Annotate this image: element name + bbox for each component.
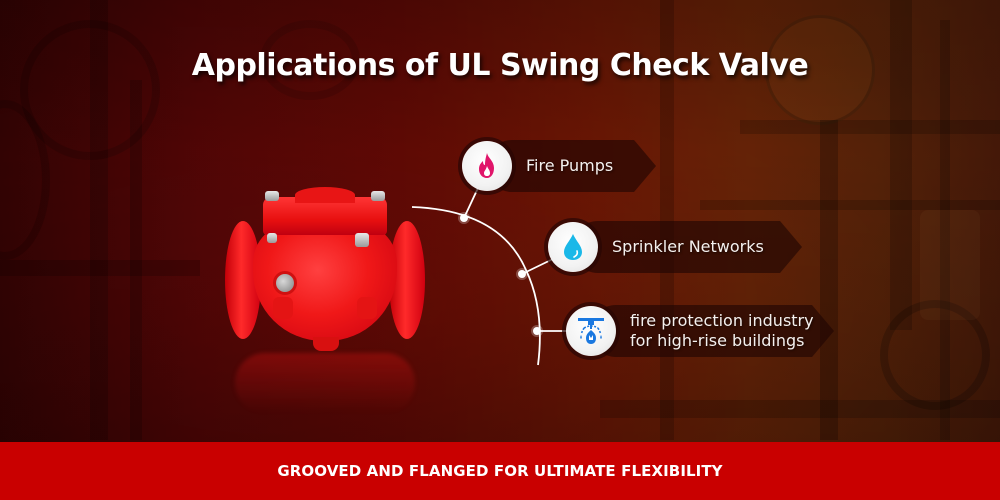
application-label-line2: for high-rise buildings xyxy=(630,331,805,350)
water-drop-icon xyxy=(548,222,598,272)
application-sprinkler-networks: Sprinkler Networks xyxy=(548,219,802,275)
page-title: Applications of UL Swing Check Valve xyxy=(191,48,809,83)
footer-banner: GROOVED AND FLANGED FOR ULTIMATE FLEXIBI… xyxy=(0,442,1000,500)
application-label: fire protection industry for high-rise b… xyxy=(630,311,814,351)
application-label-line1: fire protection industry xyxy=(630,311,814,330)
footer-tagline: GROOVED AND FLANGED FOR ULTIMATE FLEXIBI… xyxy=(277,462,723,480)
application-high-rise-fire-protection: fire protection industry for high-rise b… xyxy=(566,303,834,359)
swing-check-valve-image xyxy=(225,185,425,413)
application-fire-pumps: Fire Pumps xyxy=(462,138,656,194)
application-label: Fire Pumps xyxy=(526,156,614,175)
sprinkler-icon xyxy=(566,306,616,356)
application-label: Sprinkler Networks xyxy=(612,237,764,256)
flame-icon xyxy=(462,141,512,191)
